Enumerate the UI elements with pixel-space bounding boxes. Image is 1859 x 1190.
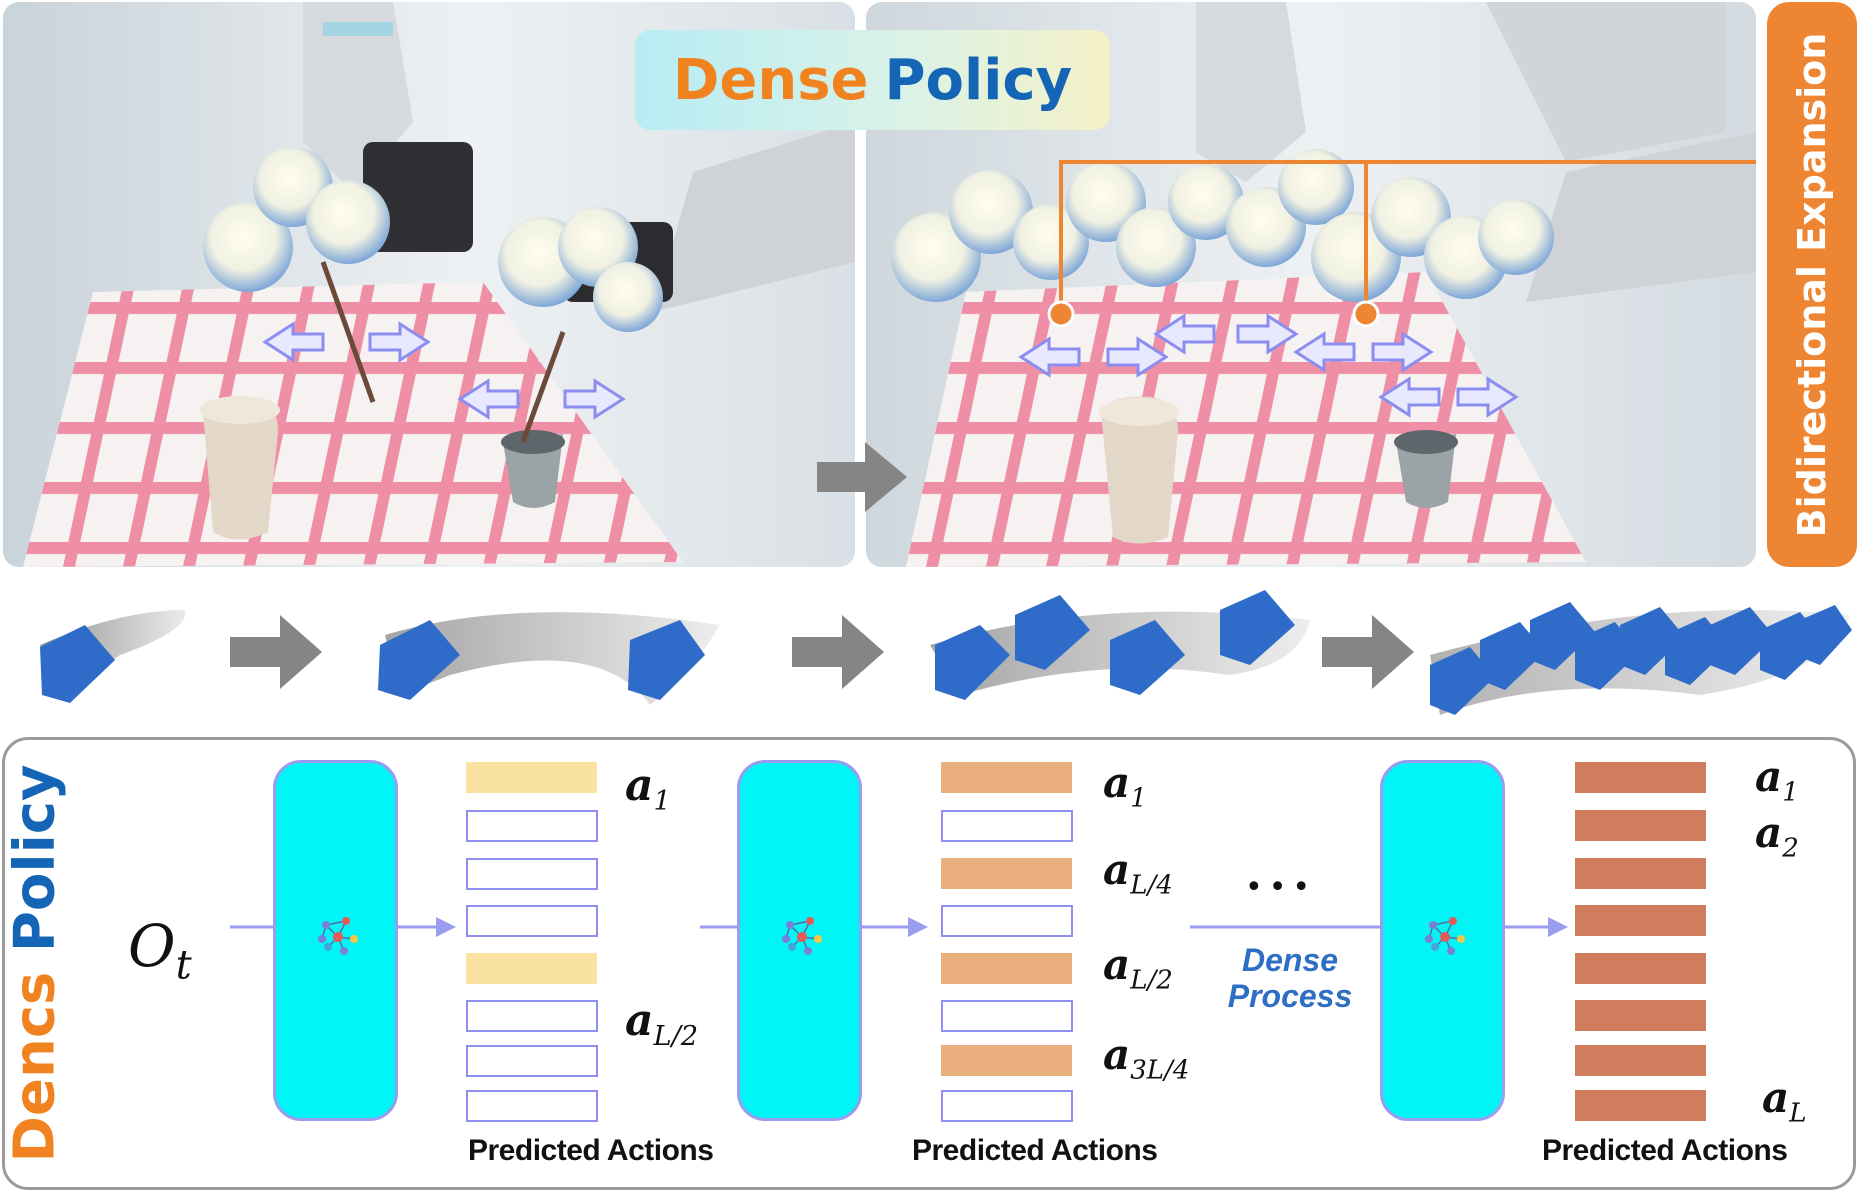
neural-network-icon — [782, 917, 822, 955]
observation-symbol: Ot — [128, 912, 192, 989]
action-slot-filled — [1575, 1045, 1706, 1076]
action-slot-empty — [941, 1090, 1073, 1122]
action-label: aL — [1762, 1073, 1807, 1129]
action-slot-empty — [466, 905, 598, 937]
action-slot-filled — [1575, 858, 1706, 889]
action-slot-filled — [1575, 905, 1706, 936]
action-slot-empty — [941, 905, 1073, 937]
trajectory-row — [40, 590, 1852, 715]
action-slot-empty — [466, 1000, 598, 1032]
action-slot-empty — [941, 1000, 1073, 1032]
action-label: a1 — [1755, 752, 1799, 808]
flow-arrows — [230, 917, 1568, 937]
action-slot-filled — [1575, 1000, 1706, 1031]
bidirectional-expansion-tab: Bidirectional Expansion — [1767, 2, 1857, 567]
action-label: aL/2 — [625, 995, 699, 1052]
action-slot-empty — [466, 1045, 598, 1077]
title-dense: Dense — [672, 47, 869, 113]
transition-arrow-icon — [817, 442, 907, 512]
action-slot-filled — [1575, 810, 1706, 841]
action-slot-empty — [466, 858, 598, 890]
action-slot-empty — [941, 810, 1073, 842]
action-slot-filled — [941, 858, 1072, 889]
action-slot-filled — [1575, 762, 1706, 793]
action-label: aL/2 — [1103, 940, 1173, 996]
gripper-pose-icon — [40, 625, 115, 703]
action-slot-filled — [466, 953, 597, 984]
action-slot-filled — [1575, 1090, 1706, 1121]
policy-network-block — [273, 760, 398, 1121]
action-slot-filled — [1575, 953, 1706, 984]
action-slot-filled — [466, 762, 597, 793]
ellipsis: ••• — [1245, 870, 1317, 905]
action-slot-filled — [941, 1045, 1072, 1076]
policy-network-block — [1380, 760, 1505, 1121]
predicted-actions-caption: Predicted Actions — [1542, 1134, 1788, 1167]
title-policy: Policy — [884, 47, 1073, 113]
policy-network-block — [737, 760, 862, 1121]
action-slot-empty — [466, 1090, 598, 1122]
action-slot-filled — [941, 953, 1072, 984]
action-label: a1 — [1103, 758, 1147, 814]
predicted-actions-caption: Predicted Actions — [468, 1134, 714, 1167]
action-label: a1 — [625, 760, 671, 817]
neural-network-icon — [318, 917, 358, 955]
dense-process-label: Dense Process — [1227, 942, 1353, 1014]
neural-network-icon — [1425, 917, 1465, 955]
predicted-actions-caption: Predicted Actions — [912, 1134, 1158, 1167]
dense-policy-title: Dense Policy — [635, 30, 1110, 130]
action-label: a3L/4 — [1103, 1030, 1190, 1086]
action-label: aL/4 — [1103, 845, 1173, 901]
action-label: a2 — [1755, 808, 1799, 864]
action-slot-empty — [466, 810, 598, 842]
action-slot-filled — [941, 762, 1072, 793]
side-tab-label: Bidirectional Expansion — [1790, 32, 1834, 537]
